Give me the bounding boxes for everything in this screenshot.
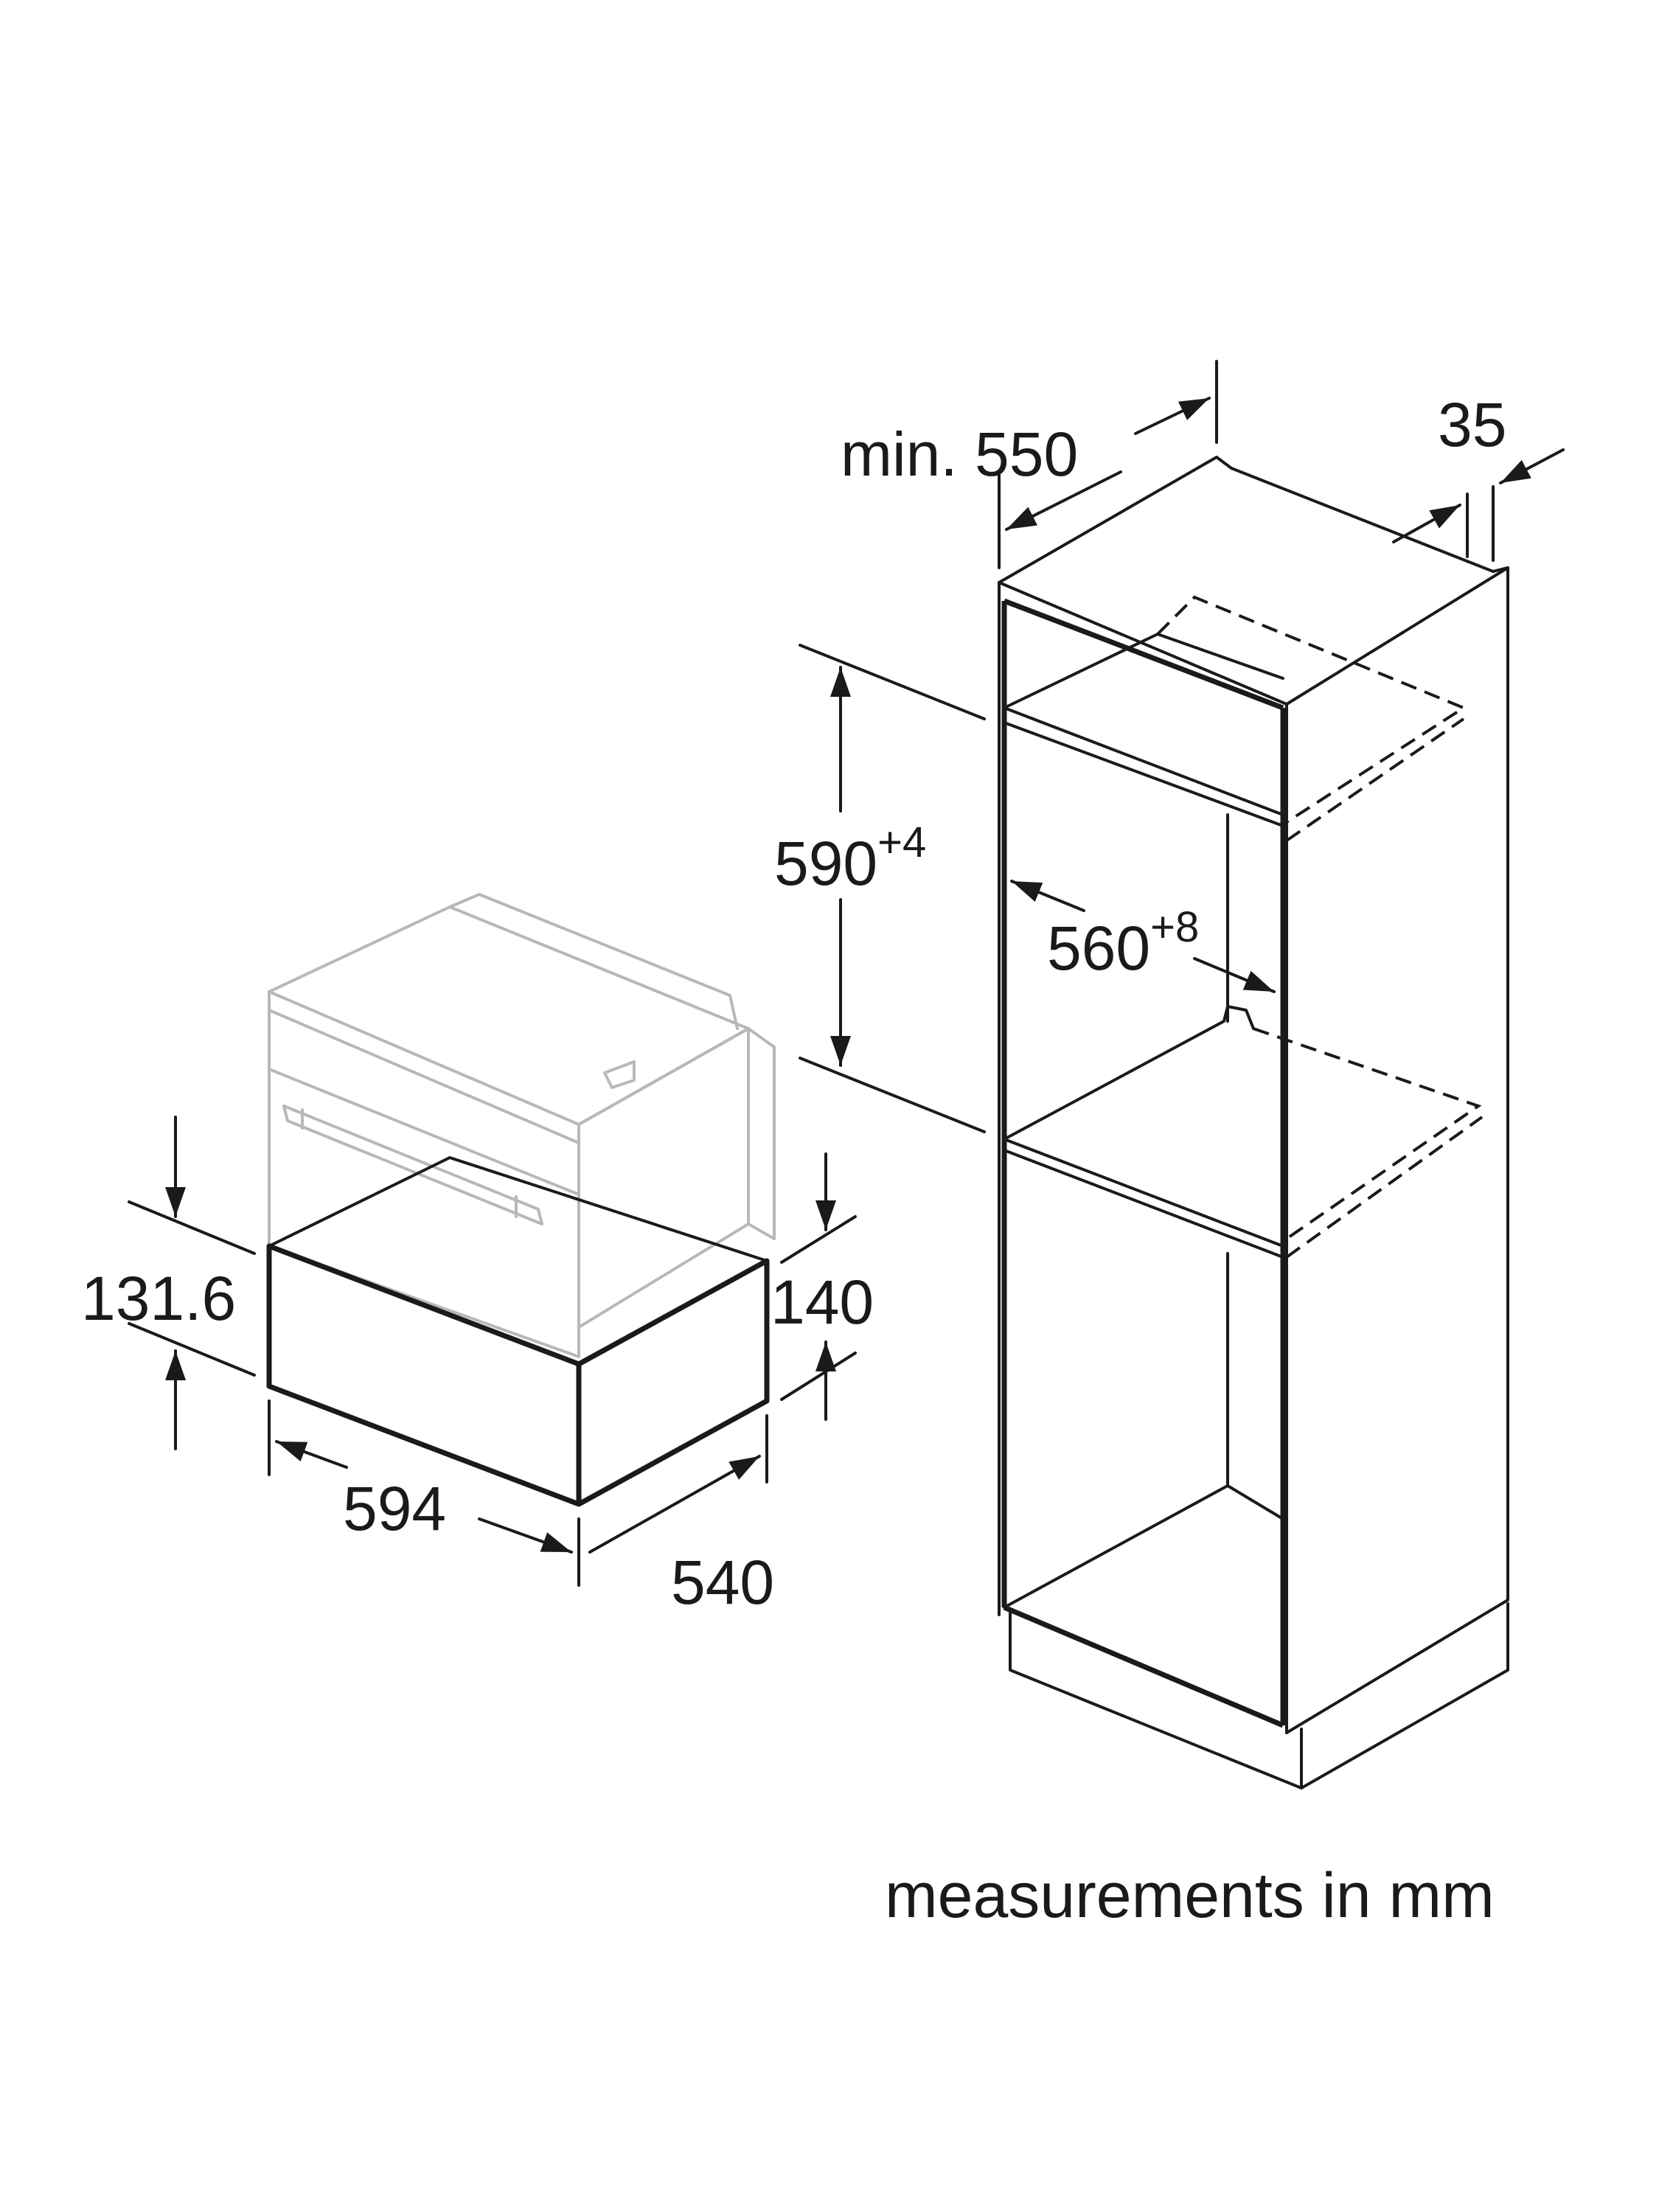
niche-width-tolerance: +8 [1150, 903, 1199, 951]
warming-drawer [266, 1156, 770, 1507]
cabinet-depth-label: min. 550 [841, 420, 1078, 489]
drawer-height-left-label: 131.6 [81, 1264, 236, 1333]
cabinet-dimensions [799, 360, 1565, 1133]
drawer-depth-label: 540 [671, 1548, 774, 1617]
niche-height-tolerance: +4 [877, 818, 926, 866]
drawer-width-label: 594 [343, 1474, 446, 1543]
niche-width-label: 560+8 [1047, 903, 1199, 983]
drawer-height-right-label: 140 [771, 1267, 874, 1337]
niche-height-value: 590 [774, 829, 877, 898]
drawer-dimensions [128, 1116, 857, 1587]
oven-ghost [268, 893, 776, 1358]
units-note: measurements in mm [885, 1860, 1495, 1931]
niche-height-label: 590+4 [774, 818, 926, 898]
cabinet-gap-label: 35 [1438, 390, 1506, 459]
niche-width-value: 560 [1047, 914, 1150, 983]
tall-cabinet [998, 456, 1509, 1790]
